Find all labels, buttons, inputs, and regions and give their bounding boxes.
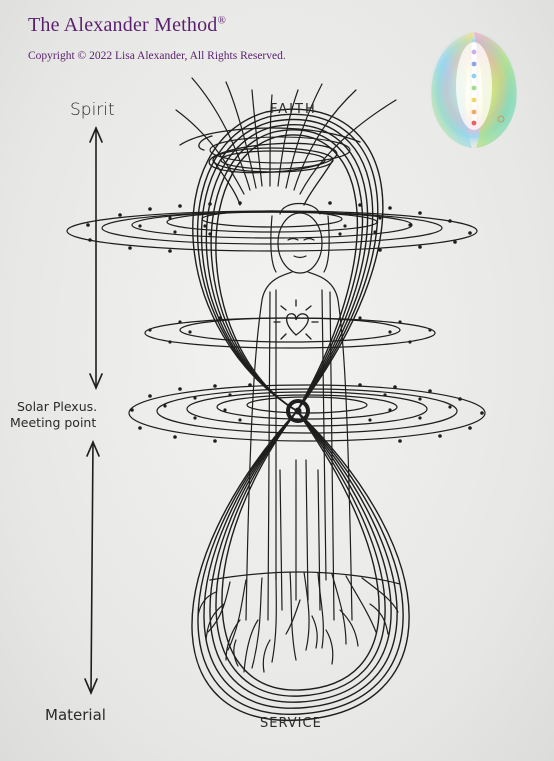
upper-arrow <box>89 125 103 391</box>
crown-swirl <box>209 136 351 164</box>
lower-arrow <box>84 439 100 696</box>
title-text: The Alexander Method <box>28 14 218 36</box>
figure-body <box>245 202 353 621</box>
label-spirit: Spirit <box>70 100 115 120</box>
copyright-notice: Copyright © 2022 Lisa Alexander, All Rig… <box>28 50 286 62</box>
roots <box>197 571 401 673</box>
solar-plexus-rings <box>128 384 486 442</box>
ring-dots <box>86 201 484 443</box>
label-solar-plexus: Solar Plexus. <box>17 399 98 414</box>
label-faith: FAITH <box>270 102 317 117</box>
heart-icon <box>273 299 319 340</box>
label-material: Material <box>45 706 106 724</box>
registered-mark: ® <box>217 14 227 27</box>
label-service: SERVICE <box>260 716 322 731</box>
label-meeting-point: Meeting point <box>10 415 97 430</box>
upper-rings <box>66 210 478 252</box>
heart-rings <box>144 317 436 349</box>
solar-plexus-point <box>286 399 310 423</box>
chakra-aura-logo <box>428 29 520 149</box>
page-title: The Alexander Method® <box>28 14 226 37</box>
